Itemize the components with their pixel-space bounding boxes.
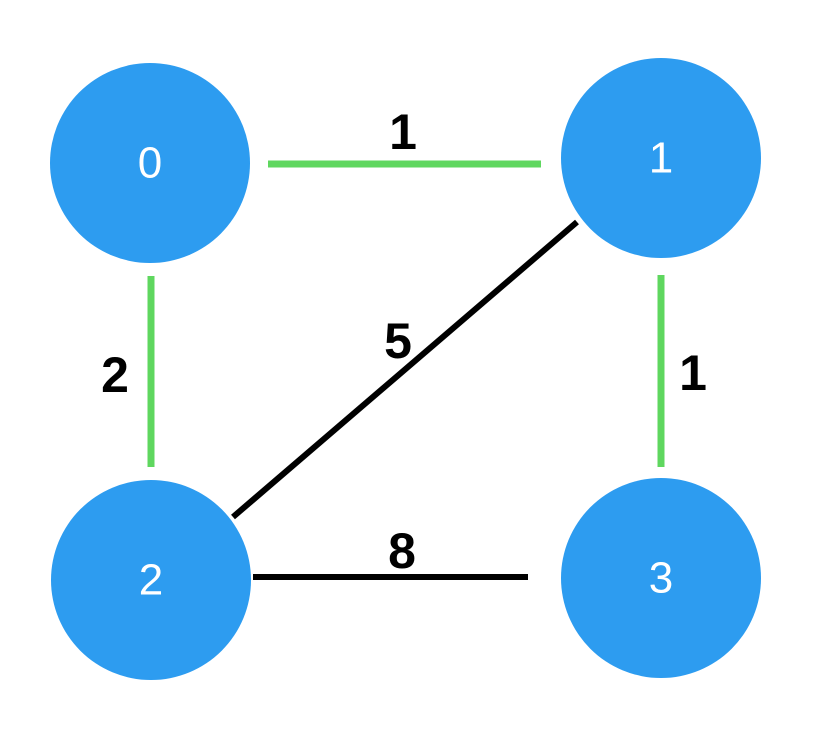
edge-weight-label-0-2: 2 [101, 347, 129, 403]
edge-2-1 [231, 219, 579, 520]
nodes-layer: 0 1 2 3 [50, 58, 761, 680]
node-label-2: 2 [139, 556, 163, 605]
node-2[interactable] [51, 480, 251, 680]
edges-layer [147, 160, 665, 580]
edge-weight-label-2-3: 8 [388, 523, 416, 579]
node-0[interactable] [50, 63, 250, 263]
edge-weight-label-2-1: 5 [384, 313, 412, 369]
node-label-1: 1 [649, 134, 673, 183]
edge-weight-label-0-1: 1 [389, 104, 417, 160]
node-label-3: 3 [649, 554, 673, 603]
edge-weight-label-1-3: 1 [679, 345, 707, 401]
edge-weights-layer: 1 2 1 5 8 [101, 104, 707, 579]
node-label-0: 0 [138, 139, 162, 188]
node-3[interactable] [561, 478, 761, 678]
node-1[interactable] [561, 58, 761, 258]
